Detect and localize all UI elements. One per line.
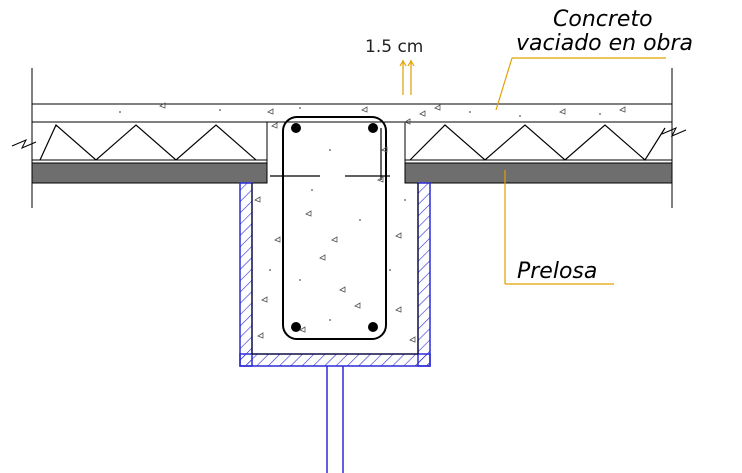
prelosa-leader: [504, 170, 614, 285]
support-post: [326, 366, 344, 473]
stirrup-hooks: [270, 128, 390, 180]
truss-left: [39, 124, 257, 161]
slab-edges: [31, 68, 673, 208]
dimension-label: 1.5 cm: [365, 37, 423, 57]
rebar-top-left: [291, 123, 301, 133]
concrete-label-line1: Concreto: [553, 7, 653, 32]
rebar-bottom-left: [291, 322, 301, 332]
beam-formwork: [239, 182, 431, 367]
dimension-marks: [399, 59, 415, 95]
concrete-leader: [495, 57, 666, 111]
prelosa-label: Prelosa: [517, 259, 597, 284]
concrete-aggregate: [159, 102, 626, 343]
prelosa-right: [404, 162, 673, 184]
topping-slab: [32, 103, 672, 161]
concrete-dots: [119, 107, 601, 321]
break-mark-right: [661, 127, 687, 137]
prelosa-left: [31, 162, 268, 184]
rebar-top-right: [368, 123, 378, 133]
truss-right: [409, 124, 666, 161]
rebar-bottom-right: [368, 322, 378, 332]
stirrup: [282, 116, 387, 340]
rebars: [291, 123, 378, 332]
break-mark-left: [11, 139, 37, 149]
concrete-label-line2: vaciado en obra: [516, 31, 693, 56]
beam-concrete: [251, 122, 419, 355]
